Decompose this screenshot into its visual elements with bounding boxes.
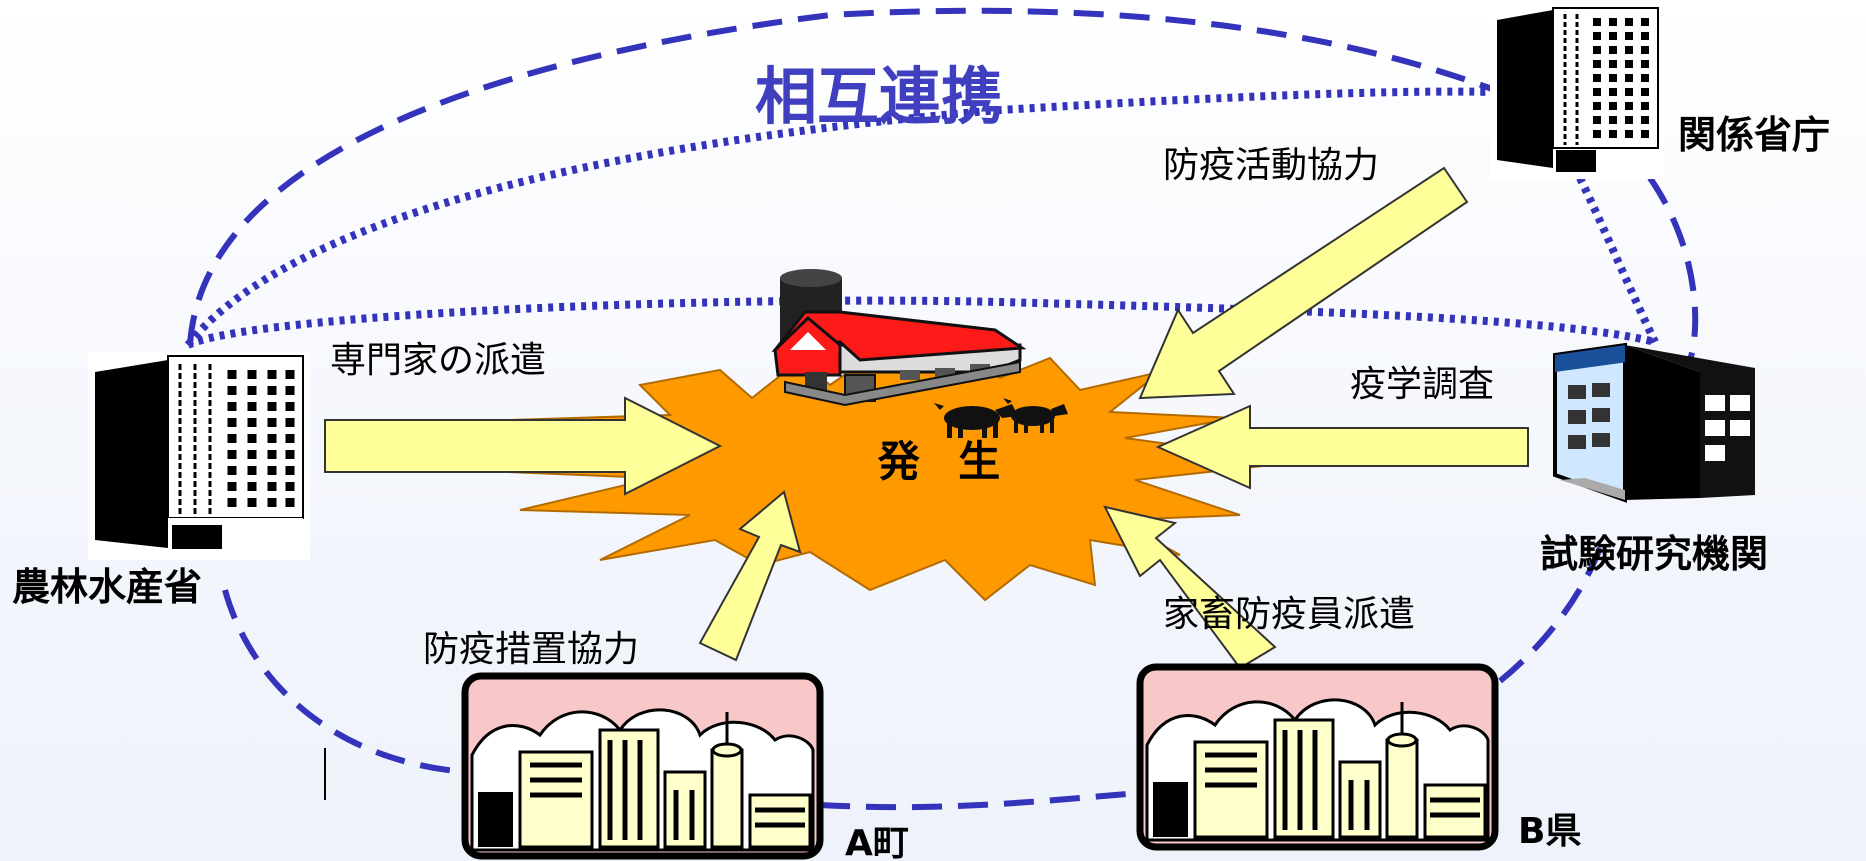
pref-b-city-icon xyxy=(1136,663,1499,851)
cattle-icon xyxy=(934,398,1068,438)
dashed-link-maff-town xyxy=(222,589,466,775)
dashed-link-town-pref xyxy=(819,790,1141,811)
title: 相互連携 xyxy=(755,60,1003,133)
label-experts: 専門家の派遣 xyxy=(330,340,546,381)
connection-lines xyxy=(184,7,1699,811)
arrow-experts xyxy=(324,396,723,496)
dashed-link-research-pref xyxy=(1493,546,1603,688)
arrow-pref-dispatch xyxy=(1103,505,1277,670)
label-town-support: 防疫措置協力 xyxy=(423,629,639,670)
dotted-link-maff-research xyxy=(186,296,1656,349)
town-a-city-icon xyxy=(461,672,824,860)
label-ministries: 関係省庁 xyxy=(1678,113,1830,157)
center-label: 発 生 xyxy=(878,437,1013,486)
arrow-town-support xyxy=(698,490,802,662)
label-town-a: A町 xyxy=(845,823,909,861)
arrow-ministries-support xyxy=(1138,166,1469,400)
label-pref-b: B県 xyxy=(1518,811,1581,852)
dotted-link-ministries-research xyxy=(1576,176,1659,344)
label-maff: 農林水産省 xyxy=(12,565,202,609)
maff-building-icon xyxy=(88,352,310,560)
barn-icon xyxy=(771,269,1027,407)
ministries-building-icon xyxy=(1490,4,1665,179)
label-pref-dispatch: 家畜防疫員派遣 xyxy=(1163,594,1415,635)
research-facility-icon xyxy=(1553,342,1755,503)
label-ministries-support: 防疫活動協力 xyxy=(1163,145,1379,186)
label-research: 試験研究機関 xyxy=(1540,532,1768,576)
dashed-link-ministries-research xyxy=(1647,176,1699,361)
arrows xyxy=(324,166,1529,670)
label-epidemiology: 疫学調査 xyxy=(1350,364,1494,405)
arrow-epidemiology xyxy=(1155,404,1529,490)
outer-loop-top xyxy=(187,7,1497,346)
